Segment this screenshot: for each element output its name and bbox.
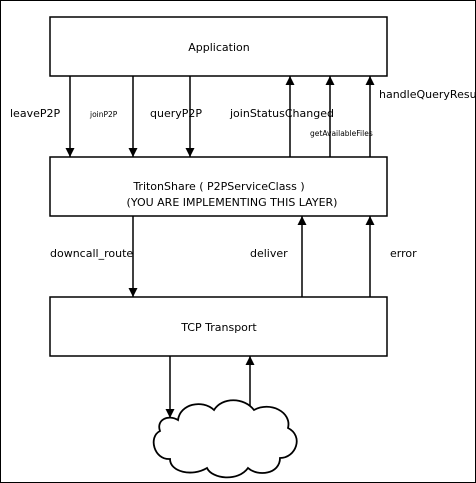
deliver-label: deliver <box>250 247 288 260</box>
tcp-transport-title: TCP Transport <box>180 321 257 334</box>
tcp-transport-box: TCP Transport <box>49 296 388 357</box>
queryp2p-label: queryP2P <box>150 107 202 120</box>
error-label: error <box>390 247 417 260</box>
tritonshare-subtitle: (YOU ARE IMPLEMENTING THIS LAYER) <box>127 196 338 209</box>
downcall-route-label: downcall_route <box>50 247 133 260</box>
joinp2p-label: joinP2P <box>89 110 118 119</box>
network-cloud <box>152 399 298 479</box>
joinstatuschanged-label: joinStatusChanged <box>229 107 334 120</box>
tritonshare-box: TritonShare ( P2PServiceClass ) (YOU ARE… <box>49 156 388 217</box>
getavailablefiles-label: getAvailableFiles <box>310 129 373 138</box>
application-title: Application <box>188 41 249 54</box>
application-box: Application <box>49 16 388 77</box>
handlequeryresult-label: handleQueryResult <box>379 88 476 101</box>
tritonshare-title: TritonShare ( P2PServiceClass ) <box>132 180 304 193</box>
leavep2p-label: leaveP2P <box>10 107 60 120</box>
